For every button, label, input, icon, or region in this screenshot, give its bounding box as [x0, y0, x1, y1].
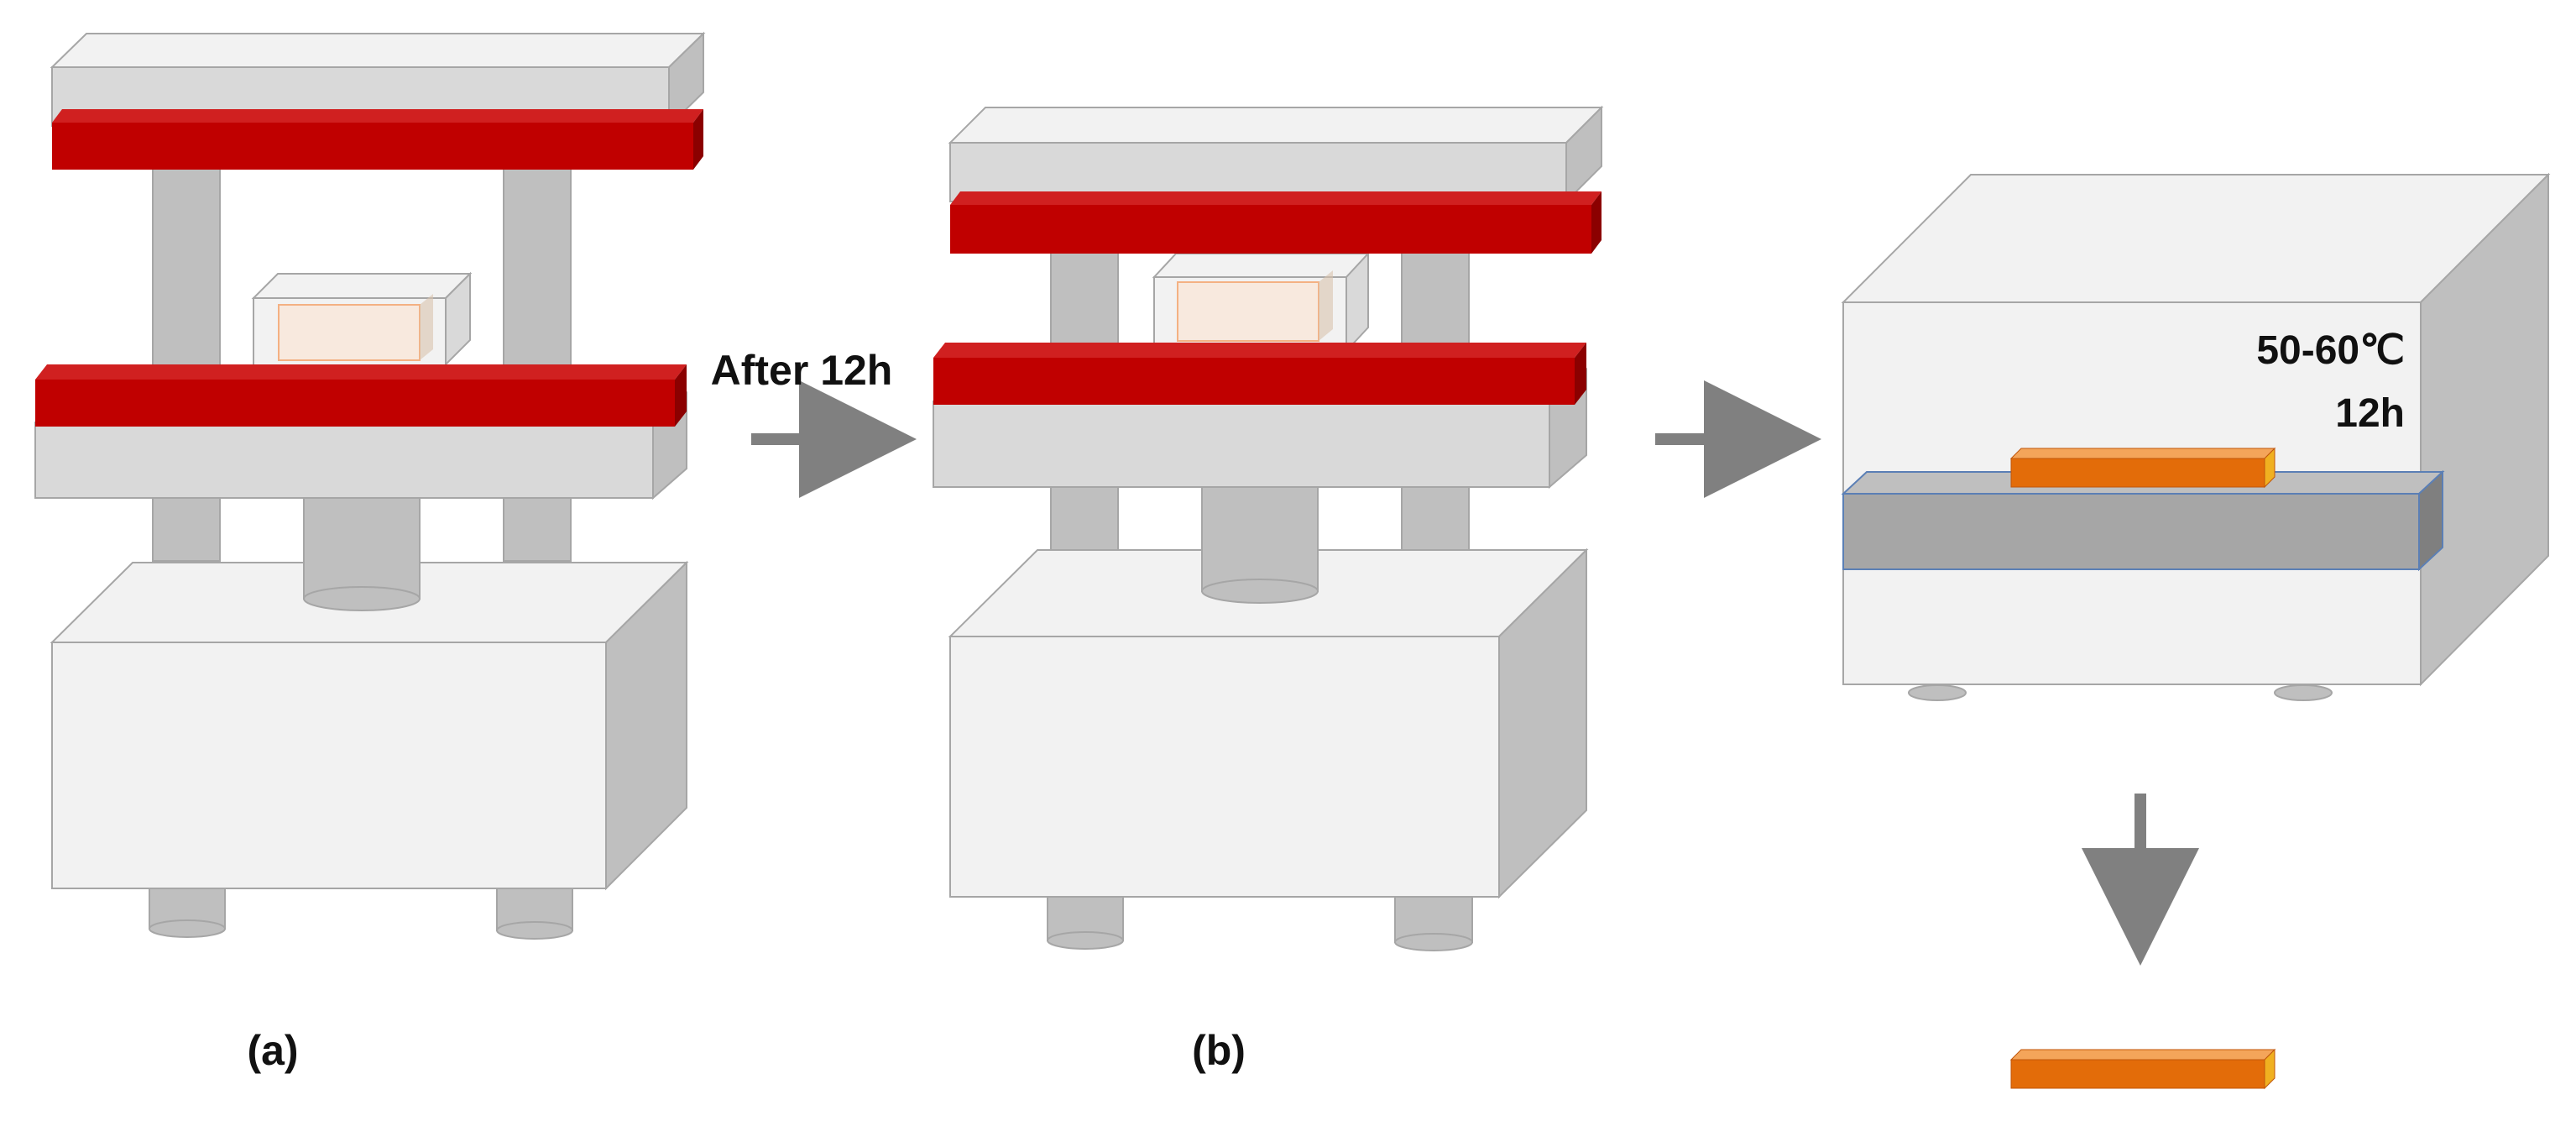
- press-a-ram: [303, 490, 421, 611]
- press-a-upper-heater-plate: [52, 109, 703, 170]
- panel-b-label: (b): [1192, 1027, 1246, 1074]
- press-a-feet: [149, 888, 573, 940]
- panel-a-label: (a): [247, 1027, 298, 1074]
- press-a-column-right: [503, 165, 572, 562]
- press-b: [933, 105, 1604, 951]
- final-sample: [2009, 1048, 2276, 1090]
- press-a-base: [50, 560, 689, 891]
- press-b-ram: [1201, 485, 1319, 604]
- press-a-column-left: [152, 165, 221, 562]
- oven: 50-60℃ 12h: [1841, 172, 2551, 701]
- press-b-mold: [1152, 251, 1371, 354]
- after-time-label: After 12h: [711, 347, 893, 394]
- press-b-lower-heater-plate: [933, 343, 1586, 405]
- press-b-upper-heater-plate: [950, 191, 1602, 254]
- press-b-sample: [1177, 281, 1319, 342]
- press-b-base: [948, 547, 1589, 899]
- oven-temperature-label: 50-60℃: [2256, 328, 2405, 373]
- press-a: [34, 31, 706, 940]
- oven-time-label: 12h: [2335, 391, 2405, 436]
- press-a-lower-heater-plate: [35, 364, 687, 427]
- oven-feet: [1908, 684, 2333, 701]
- press-a-sample: [278, 304, 421, 361]
- press-a-mold: [251, 271, 473, 368]
- press-b-feet: [1047, 896, 1473, 951]
- press-b-upper-platen: [948, 105, 1604, 204]
- oven-sample: [2009, 447, 2276, 489]
- oven-shelf: [1841, 469, 2445, 572]
